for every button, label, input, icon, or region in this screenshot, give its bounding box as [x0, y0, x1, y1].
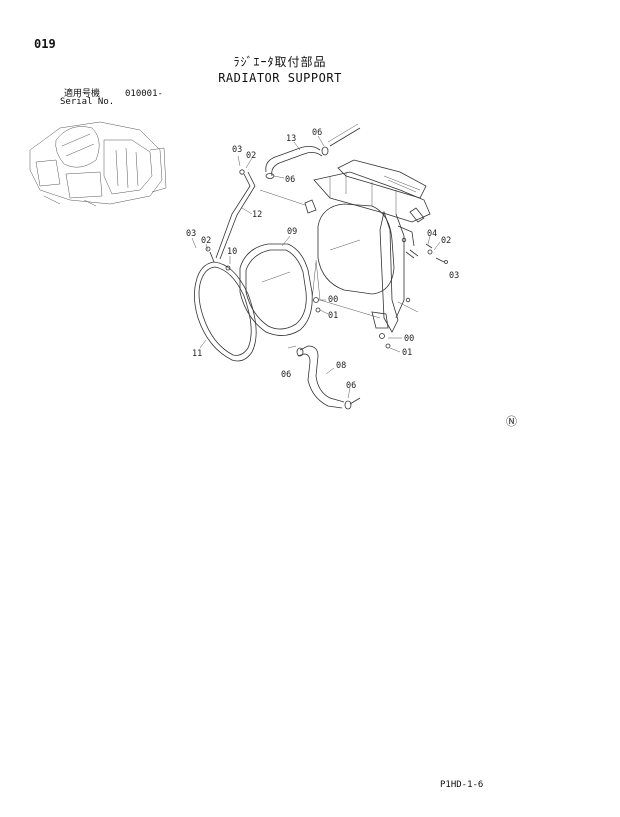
footer-code: P1HD-1-6	[440, 780, 484, 790]
revision-badge: Ⓝ	[506, 415, 517, 428]
leader-lines	[191, 135, 441, 399]
part-label-06: 06	[285, 175, 295, 185]
part-label-08: 08	[336, 361, 346, 371]
part-label-04: 04	[427, 229, 437, 239]
radiator-shroud	[225, 243, 313, 336]
support-stay	[205, 169, 317, 263]
part-label-11: 11	[192, 349, 202, 359]
part-label-02: 02	[246, 151, 256, 161]
part-label-02: 02	[441, 236, 451, 246]
serial-value: 010001-	[125, 89, 163, 99]
part-label-02: 02	[201, 236, 211, 246]
upper-hose	[265, 123, 361, 179]
part-label-01: 01	[328, 311, 338, 321]
part-label-03: 03	[232, 145, 242, 155]
part-label-06: 06	[312, 128, 322, 138]
serial-label-japanese: 適用号機	[64, 89, 101, 99]
lower-bolt-set	[313, 297, 391, 349]
right-bolt-set	[425, 243, 448, 264]
title-japanese: ﾗｼﾞｴｰﾀ取付部品	[233, 55, 327, 69]
part-label-10: 10	[227, 247, 237, 257]
part-label-03: 03	[449, 271, 459, 281]
page-number: 019	[34, 37, 56, 51]
part-label-13: 13	[286, 134, 296, 144]
part-label-00: 00	[404, 334, 414, 344]
serial-label-english: Serial No.	[60, 97, 115, 107]
machine-overview-inset	[29, 121, 167, 207]
part-label-00: 00	[328, 295, 338, 305]
title-english: RADIATOR SUPPORT	[218, 71, 342, 85]
part-label-12: 12	[252, 210, 262, 220]
part-label-09: 09	[287, 227, 297, 237]
part-label-06: 06	[281, 370, 291, 380]
fan-shroud-ring	[194, 261, 257, 362]
part-label-01: 01	[402, 348, 412, 358]
radiator-assembly	[311, 159, 431, 333]
lower-hose	[287, 345, 361, 410]
part-label-03: 03	[186, 229, 196, 239]
part-label-06: 06	[346, 381, 356, 391]
